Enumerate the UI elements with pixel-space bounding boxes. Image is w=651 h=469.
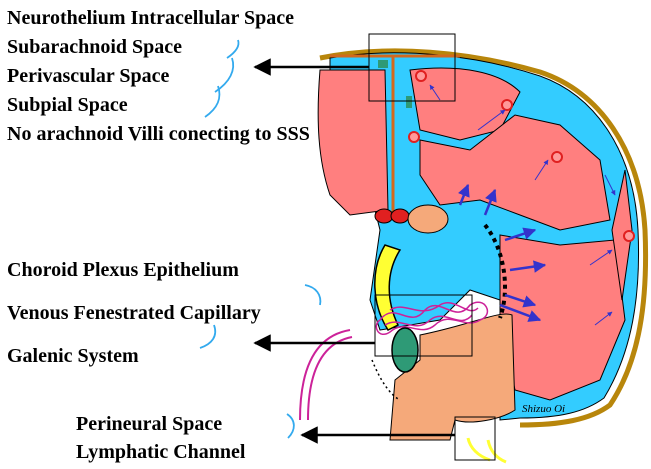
label-perineural-space: Perineural Space	[76, 413, 222, 436]
label-perivascular-space: Perivascular Space	[7, 65, 169, 88]
label-subpial-space: Subpial Space	[7, 94, 128, 117]
author-signature: Shizuo Oi	[522, 403, 565, 415]
perineural-nerve	[468, 438, 506, 462]
label-choroid-plexus: Choroid Plexus Epithelium	[7, 259, 239, 282]
thalamus	[408, 205, 448, 233]
label-connector-arrows	[200, 40, 320, 438]
galenic-vein	[392, 328, 418, 372]
label-galenic-system: Galenic System	[7, 345, 139, 368]
label-venous-capillary: Venous Fenestrated Capillary	[7, 302, 261, 325]
label-lymphatic-channel: Lymphatic Channel	[76, 441, 245, 464]
label-subarachnoid-space: Subarachnoid Space	[7, 36, 182, 59]
arachnoid-granulation	[378, 60, 388, 68]
label-neurothelium: Neurothelium Intracellular Space	[7, 7, 294, 30]
label-no-arachnoid-villi: No arachnoid Villi conecting to SSS	[7, 123, 310, 146]
inset-box-bottom	[455, 417, 495, 460]
